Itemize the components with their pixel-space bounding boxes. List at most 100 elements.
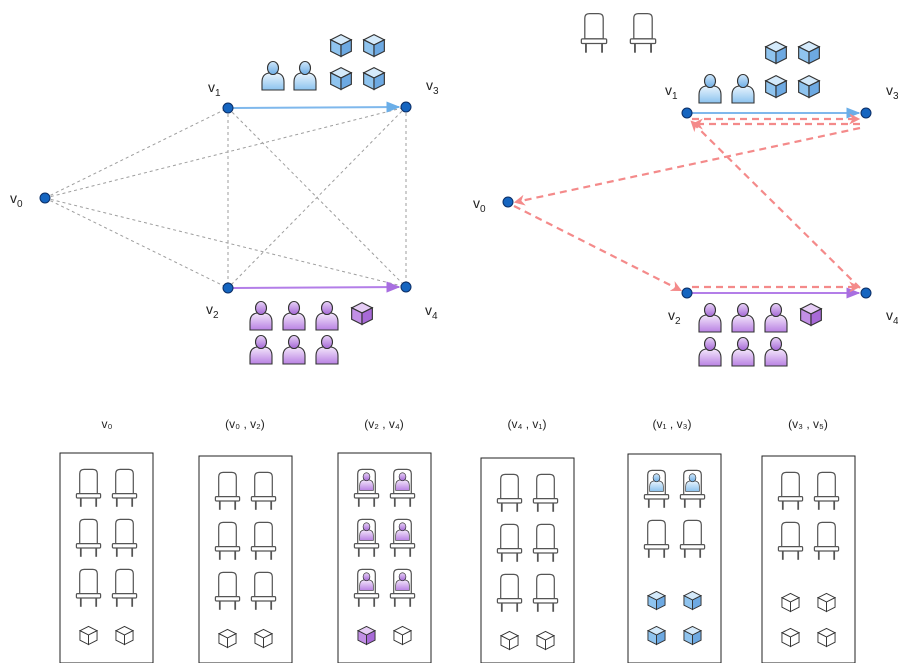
chair-icon (496, 523, 523, 562)
box-icon (797, 75, 821, 99)
box-icon (350, 302, 374, 326)
box-icon (764, 75, 788, 99)
chair-icon (777, 471, 804, 510)
node-label-v4: v4 (425, 302, 438, 322)
chair-icon (214, 471, 241, 510)
solid-edge (232, 281, 401, 293)
chair-icon (75, 468, 102, 507)
route-edge (513, 205, 682, 291)
box-icon (646, 590, 667, 611)
vehicle-panel (480, 457, 575, 663)
person-icon (698, 336, 722, 367)
box-icon (764, 41, 788, 65)
chair-icon (250, 571, 277, 610)
chair-icon (214, 571, 241, 610)
chair-icon (496, 473, 523, 512)
box-icon (329, 67, 353, 91)
node-label-v3: v3 (426, 77, 439, 97)
vehicle-panel (627, 453, 722, 663)
chair-icon (111, 468, 138, 507)
chair-icon (250, 521, 277, 560)
sequence-label: v₀ (102, 417, 113, 431)
person-icon (359, 472, 374, 491)
box-icon (499, 630, 520, 651)
node-v4 (400, 281, 412, 293)
box-icon (646, 625, 667, 646)
box-icon (253, 628, 274, 649)
node-label-v3: v3 (886, 82, 898, 102)
node-v0 (502, 196, 514, 208)
chair-icon (532, 523, 559, 562)
chair-icon (111, 568, 138, 607)
chair-icon (629, 12, 657, 53)
node-v2 (681, 287, 693, 299)
chair-icon (679, 519, 706, 558)
sequence-label: (v₁ , v₃) (653, 417, 692, 431)
person-icon (764, 302, 788, 333)
box-icon (362, 67, 386, 91)
chair-icon (496, 573, 523, 612)
chair-icon (111, 518, 138, 557)
person-icon (261, 60, 285, 91)
node-v1 (681, 107, 693, 119)
chair-icon (250, 471, 277, 510)
vehicle-panel (59, 452, 154, 663)
chair-icon (214, 521, 241, 560)
chair-icon (813, 521, 840, 560)
person-icon (731, 73, 755, 104)
solid-edge (232, 101, 401, 113)
person-icon (685, 473, 700, 492)
box-icon (392, 625, 413, 646)
person-icon (731, 336, 755, 367)
box-icon (217, 628, 238, 649)
person-icon (315, 334, 339, 365)
person-icon (282, 334, 306, 365)
sequence-label: (v₂ , v₄) (364, 417, 404, 431)
person-icon (315, 300, 339, 331)
box-icon (682, 625, 703, 646)
box-icon (682, 590, 703, 611)
chair-icon (813, 471, 840, 510)
person-icon (649, 473, 664, 492)
node-v3 (860, 107, 872, 119)
node-v3 (400, 101, 412, 113)
node-v2 (222, 282, 234, 294)
box-icon (114, 625, 135, 646)
chair-icon (777, 521, 804, 560)
box-icon (78, 625, 99, 646)
sequence-label: (v₃ , v₅) (788, 417, 828, 431)
box-icon (362, 34, 386, 58)
node-v1 (222, 102, 234, 114)
box-icon (799, 303, 823, 327)
chair-icon (532, 473, 559, 512)
node-label-v1: v1 (208, 79, 221, 99)
dashed-edge (44, 106, 407, 199)
box-icon (816, 627, 837, 648)
person-icon (249, 300, 273, 331)
person-icon (395, 522, 410, 541)
person-icon (359, 522, 374, 541)
person-icon (764, 336, 788, 367)
node-label-v2: v2 (206, 301, 219, 321)
box-icon (797, 41, 821, 65)
dashed-edge (44, 107, 229, 199)
node-label-v0: v0 (473, 195, 486, 215)
person-icon (395, 572, 410, 591)
box-icon (535, 630, 556, 651)
dashed-edge (44, 197, 229, 289)
person-icon (698, 302, 722, 333)
person-icon (249, 334, 273, 365)
node-label-v4: v4 (886, 307, 898, 327)
box-icon (780, 592, 801, 613)
route-edge (513, 126, 861, 206)
chair-icon (75, 568, 102, 607)
node-label-v1: v1 (665, 82, 678, 102)
vehicle-panel (761, 455, 856, 663)
dashed-edge (227, 106, 407, 289)
box-icon (329, 34, 353, 58)
chair-icon (75, 518, 102, 557)
box-icon (356, 625, 377, 646)
